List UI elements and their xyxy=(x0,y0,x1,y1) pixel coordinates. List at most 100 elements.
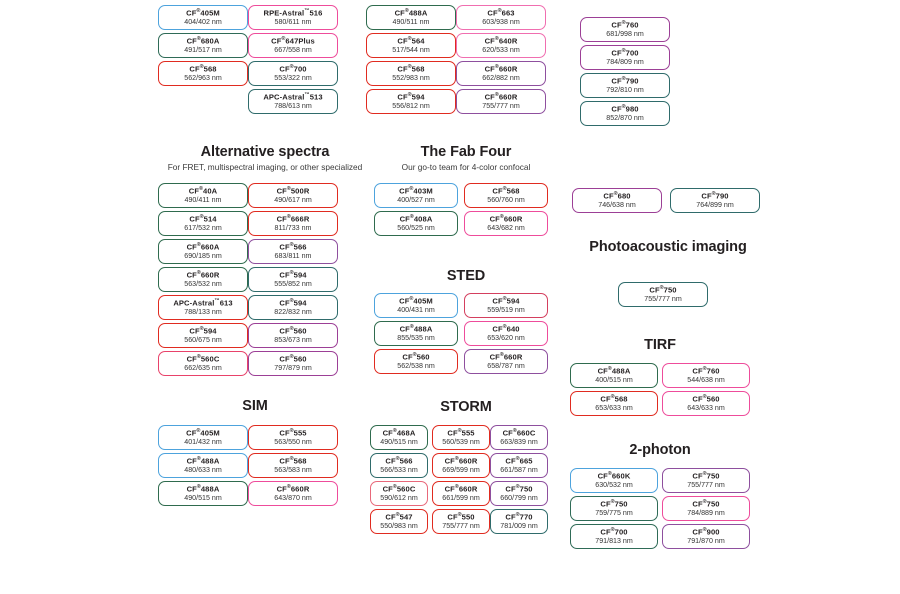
dye-wavelengths: 562/963 nm xyxy=(184,73,222,82)
dye-name: CF®594 xyxy=(189,326,217,336)
dye-name: CF®488A xyxy=(399,324,433,334)
dye-name: CF®980 xyxy=(611,104,639,114)
section-title-the-fab-four: The Fab Four xyxy=(420,144,512,160)
dye-name: CF®405M xyxy=(186,8,220,18)
dye-wavelengths: 404/402 nm xyxy=(184,17,222,26)
dye-name: CF®660R xyxy=(484,92,518,102)
section-subtitle-the-fab-four: Our go-to team for 4-color confocal xyxy=(401,162,531,172)
dye-wavelengths: 490/515 nm xyxy=(380,437,418,446)
dye-wavelengths: 517/544 nm xyxy=(392,45,430,54)
dye-wavelengths: 560/525 nm xyxy=(397,223,435,232)
dye-name: CF®405M xyxy=(186,428,220,438)
dye-name: CF®680A xyxy=(186,36,220,46)
dye-wavelengths: 550/983 nm xyxy=(380,521,418,530)
dye-name: CF®488A xyxy=(597,366,631,376)
dye-name: CF®488A xyxy=(186,484,220,494)
dye-wavelengths: 563/532 nm xyxy=(184,279,222,288)
dye-wavelengths: 553/322 nm xyxy=(274,73,312,82)
dye-name: CF®594 xyxy=(279,298,307,308)
dye-wavelengths: 490/511 nm xyxy=(392,17,430,26)
dye-name: CF®550 xyxy=(447,512,475,522)
dye-wavelengths: 788/133 nm xyxy=(184,307,222,316)
dye-wavelengths: 852/870 nm xyxy=(606,113,644,122)
dye-wavelengths: 791/870 nm xyxy=(687,536,725,545)
dye-name: CF®760 xyxy=(611,20,639,30)
